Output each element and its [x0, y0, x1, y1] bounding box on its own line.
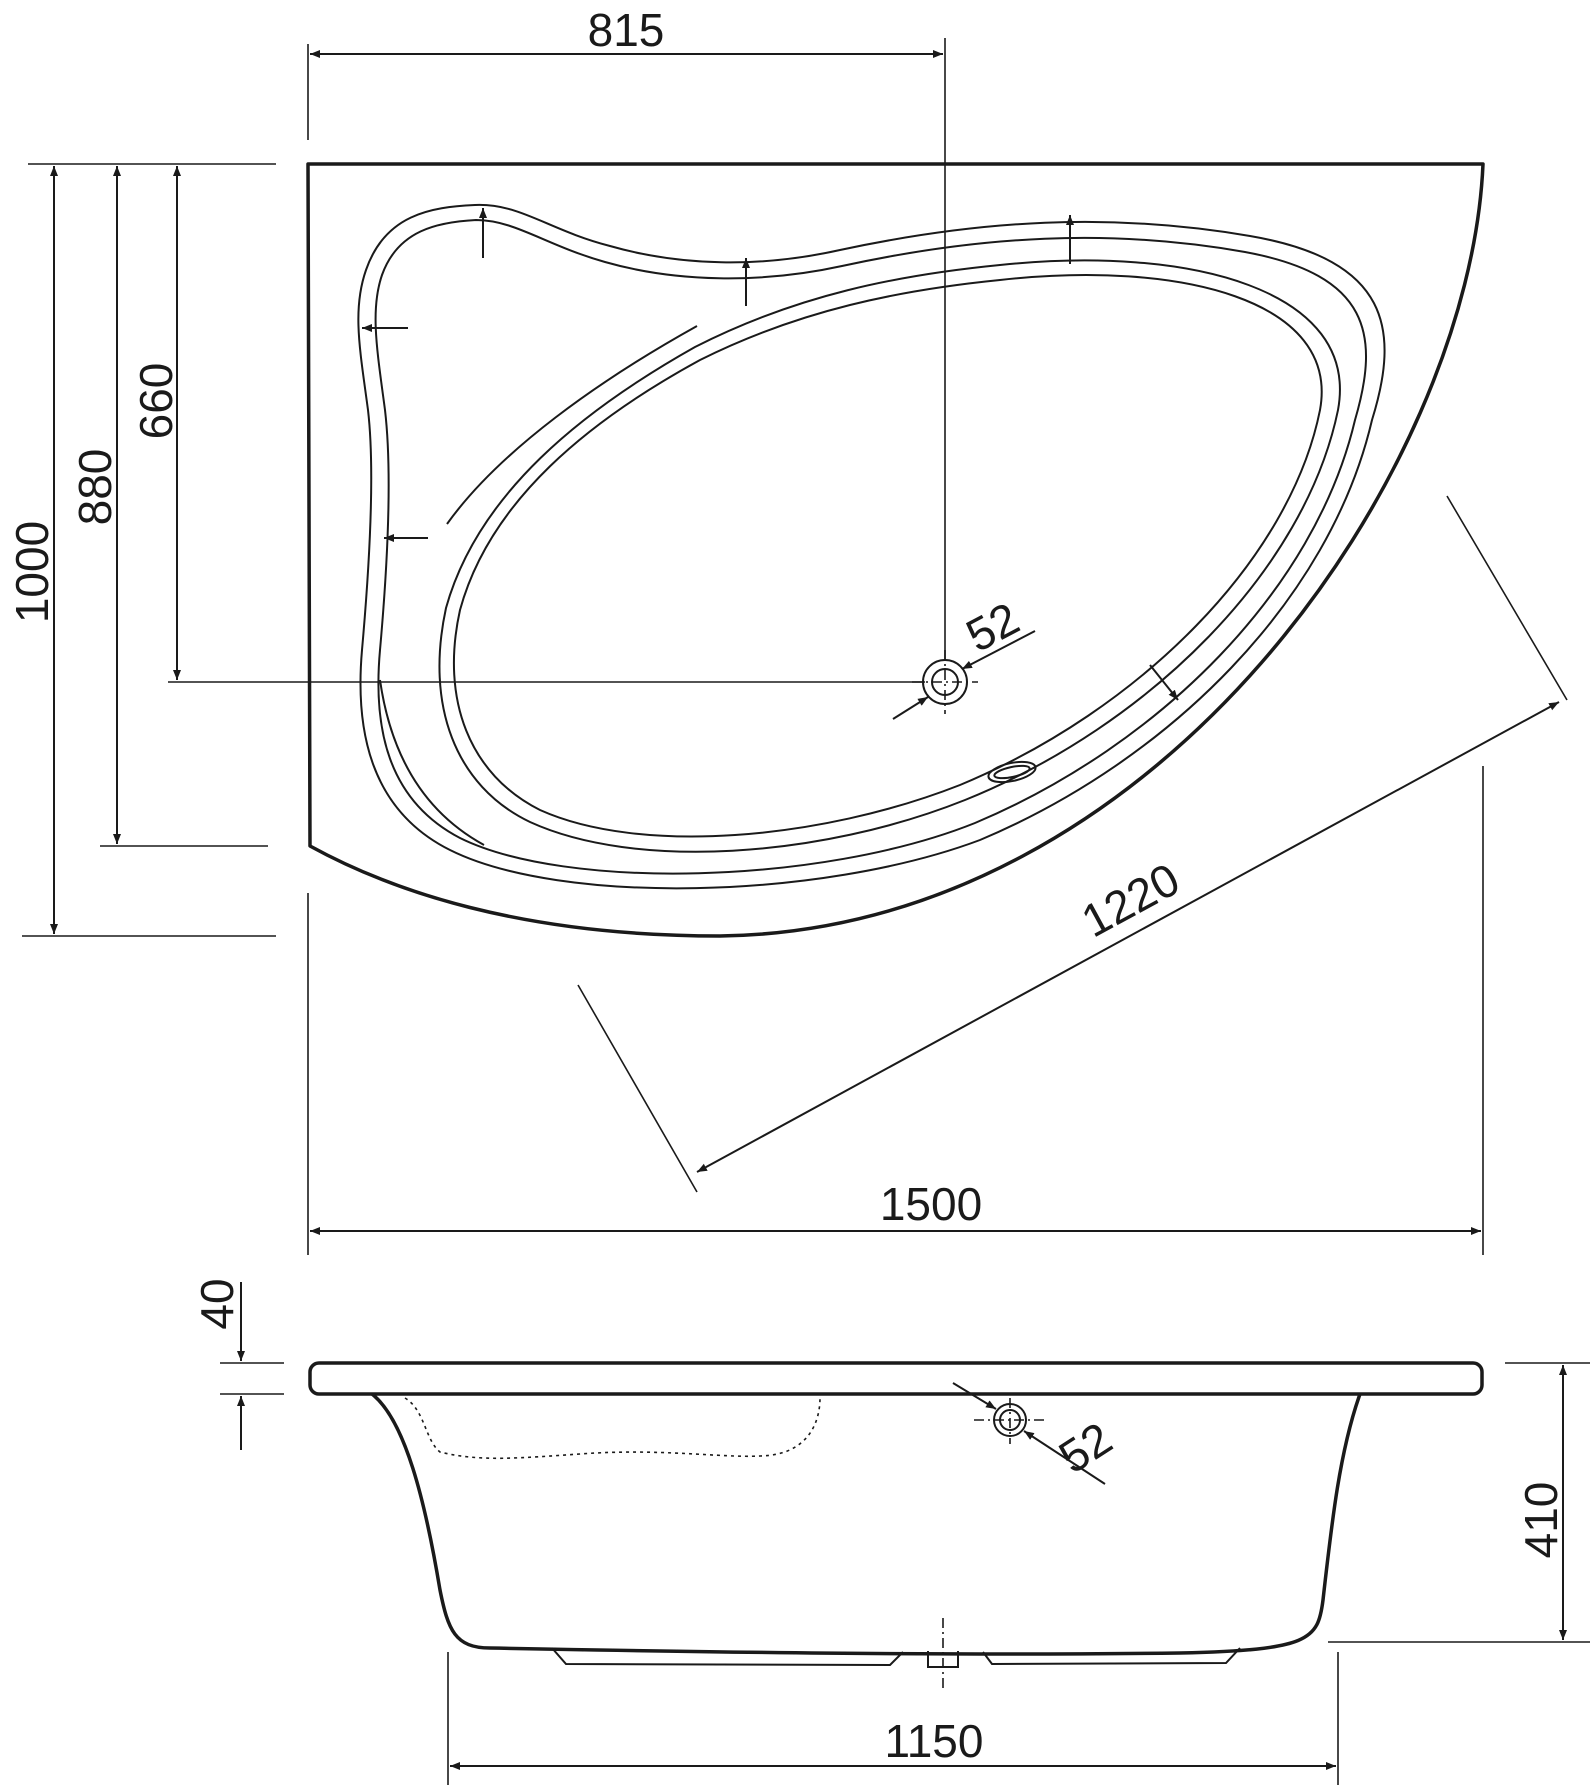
side-rim	[308, 1361, 1484, 1396]
side-foot-right	[982, 1647, 1241, 1666]
dim-1150-label: 1150	[885, 1715, 984, 1767]
dim-1500-label: 1500	[880, 1178, 982, 1230]
dim-40-label: 40	[191, 1278, 243, 1329]
rim-arrow-6	[1149, 664, 1179, 701]
overflow-oval	[987, 760, 1037, 784]
rim-inner-edge	[357, 203, 1386, 890]
dim-52-top-leader-1	[961, 630, 1036, 670]
dim-52-side-leader-1	[952, 1382, 997, 1410]
side-body	[370, 1392, 1362, 1656]
dim-52-top-label: 52	[958, 592, 1028, 662]
armrest-line-lower	[379, 679, 485, 846]
side-hidden-contour	[404, 1397, 821, 1460]
top-view: 815 1000 880 660 52 1220 1500	[6, 4, 1568, 1255]
basin-inner-edge	[452, 274, 1323, 838]
dim-815-label: 815	[588, 4, 665, 56]
basin-outer-edge	[438, 259, 1341, 853]
dim-410-label: 410	[1515, 1482, 1567, 1559]
rim-second-edge	[374, 218, 1367, 875]
dim-52-side-label: 52	[1050, 1412, 1121, 1483]
armrest-line-upper	[446, 325, 698, 525]
dim-52-top-leader-2	[892, 696, 929, 720]
dim-1220-line	[696, 701, 1560, 1173]
dim-1220-label: 1220	[1073, 853, 1188, 948]
dim-1000-label: 1000	[6, 521, 58, 623]
dim-880-label: 880	[69, 449, 121, 526]
dim-1220-ext-right	[1446, 495, 1568, 701]
dim-52-side-leader-2	[1023, 1430, 1106, 1485]
side-foot-left	[551, 1647, 904, 1667]
dim-1220-ext-left	[577, 984, 698, 1193]
dim-660-label: 660	[130, 363, 182, 440]
side-overflow	[974, 1398, 1046, 1444]
side-view: 52 40 410 1150	[191, 1278, 1590, 1785]
